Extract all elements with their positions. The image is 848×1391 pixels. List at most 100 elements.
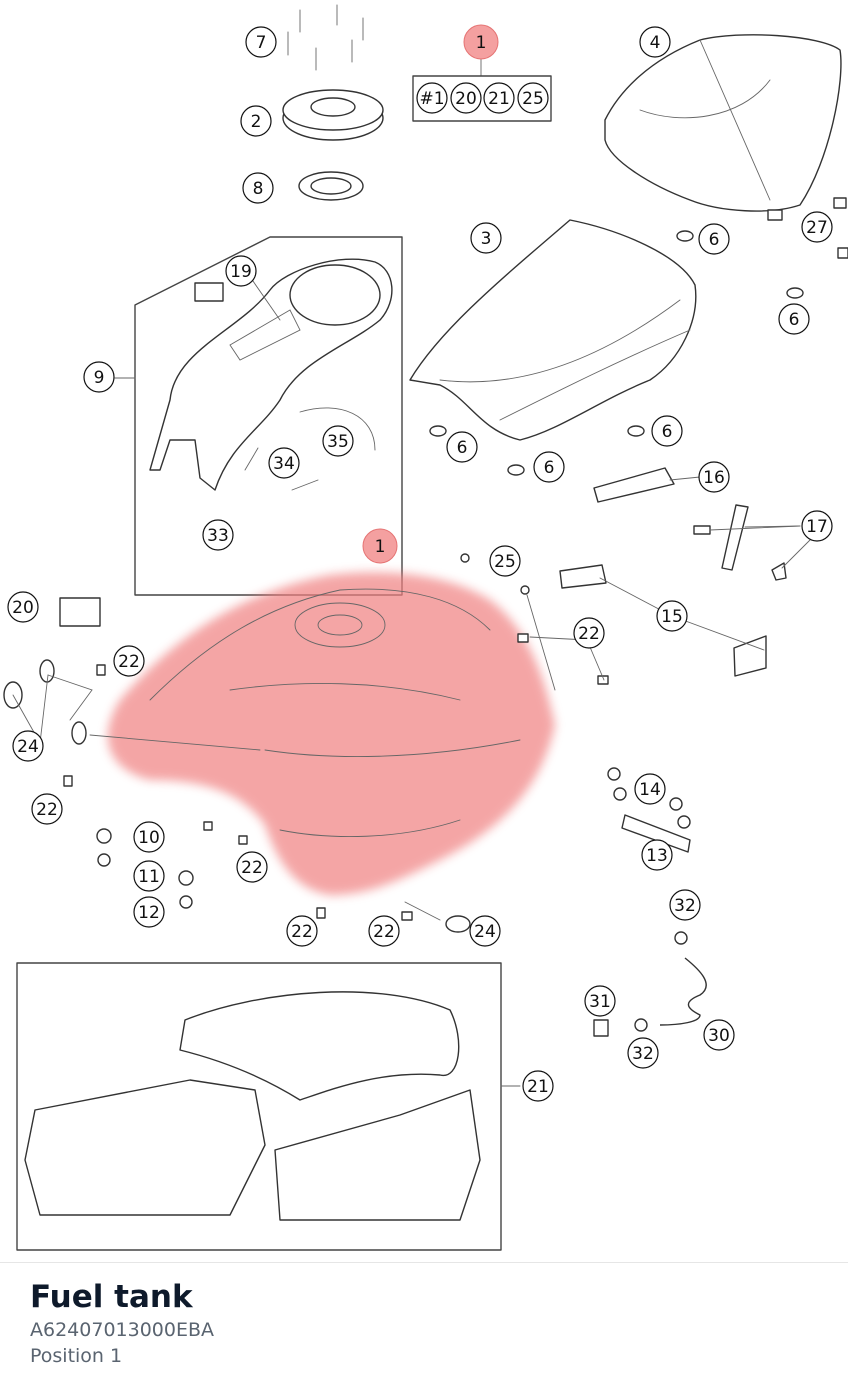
callout-circle	[656, 600, 688, 632]
callout-circle	[133, 821, 165, 853]
callout-circle	[362, 528, 398, 564]
callout-c6c[interactable]: 6	[446, 431, 478, 463]
callout-number: 15	[661, 607, 683, 627]
callout-circle	[703, 1019, 735, 1051]
callout-c22c[interactable]: 22	[236, 851, 268, 883]
callout-c33[interactable]: 33	[202, 519, 234, 551]
callout-number: 17	[806, 517, 828, 537]
callout-number: 4	[650, 33, 661, 53]
callout-number: 20	[12, 598, 34, 618]
callout-c22d[interactable]: 22	[286, 915, 318, 947]
footer-panel: Fuel tank A62407013000EBA Position 1	[0, 1262, 848, 1391]
callout-c14[interactable]: 14	[634, 773, 666, 805]
callout-circle	[245, 26, 277, 58]
tank-cover-9	[149, 258, 393, 491]
callout-c34[interactable]: 34	[268, 447, 300, 479]
callout-c6d[interactable]: 6	[651, 415, 683, 447]
callout-c32b[interactable]: 32	[627, 1037, 659, 1069]
callout-c8[interactable]: 8	[242, 172, 274, 204]
callout-circle	[669, 889, 701, 921]
callout-c30[interactable]: 30	[703, 1019, 735, 1051]
callout-c16[interactable]: 16	[698, 461, 730, 493]
callout-circle	[225, 255, 257, 287]
callout-c10[interactable]: 10	[133, 821, 165, 853]
callout-c21[interactable]: 21	[522, 1070, 554, 1102]
callout-c1-tank[interactable]: 1	[362, 528, 398, 564]
kit-item-label[interactable]: 21	[488, 89, 510, 109]
callout-c22b[interactable]: 22	[31, 793, 63, 825]
callout-circle	[634, 773, 666, 805]
callout-number: 33	[207, 526, 229, 546]
part-title: Fuel tank	[30, 1279, 193, 1315]
callout-c25[interactable]: 25	[489, 545, 521, 577]
callout-c27[interactable]: 27	[801, 211, 833, 243]
callout-circle	[113, 645, 145, 677]
callout-number: 25	[494, 552, 516, 572]
callout-c24b[interactable]: 24	[469, 915, 501, 947]
kit-item-circle	[517, 82, 549, 114]
kit-item-label[interactable]: 20	[455, 89, 477, 109]
callout-c13[interactable]: 13	[641, 839, 673, 871]
callout-circle	[133, 896, 165, 928]
callout-c4[interactable]: 4	[639, 26, 671, 58]
group-box-21	[16, 962, 502, 1251]
clips-27	[767, 197, 848, 259]
callout-circle	[584, 985, 616, 1017]
callout-circle	[470, 222, 502, 254]
callout-circle	[463, 24, 499, 60]
callout-number: 22	[241, 858, 263, 878]
callout-circle	[651, 415, 683, 447]
callout-c9[interactable]: 9	[83, 361, 115, 393]
callout-circle	[639, 26, 671, 58]
callout-circle	[368, 915, 400, 947]
callout-c19[interactable]: 19	[225, 255, 257, 287]
callout-c3[interactable]: 3	[470, 222, 502, 254]
callout-number: 22	[118, 652, 140, 672]
callout-circle	[627, 1037, 659, 1069]
callout-c22a[interactable]: 22	[113, 645, 145, 677]
callout-number: 22	[36, 800, 58, 820]
callout-c35[interactable]: 35	[322, 425, 354, 457]
callout-c32a[interactable]: 32	[669, 889, 701, 921]
callout-number: 31	[589, 992, 611, 1012]
callout-number: 16	[703, 468, 725, 488]
callout-c24a[interactable]: 24	[12, 730, 44, 762]
callout-c1-kit[interactable]: 1	[463, 24, 499, 60]
callout-number: 22	[291, 922, 313, 942]
callout-c31[interactable]: 31	[584, 985, 616, 1017]
callout-number: 32	[674, 896, 696, 916]
callout-number: 14	[639, 780, 661, 800]
callout-c6b[interactable]: 6	[778, 303, 810, 335]
callout-c6a[interactable]: 6	[698, 223, 730, 255]
kit-item-label[interactable]: #1	[419, 89, 444, 109]
callout-c22f[interactable]: 22	[573, 617, 605, 649]
screws-7	[287, 4, 364, 71]
callout-c12[interactable]: 12	[133, 896, 165, 928]
callout-c15[interactable]: 15	[656, 600, 688, 632]
callout-number: 30	[708, 1026, 730, 1046]
callout-circle	[236, 851, 268, 883]
kit-item-label[interactable]: 25	[522, 89, 544, 109]
callout-number: 32	[632, 1044, 654, 1064]
callout-circle	[573, 617, 605, 649]
callout-circle	[268, 447, 300, 479]
callout-number: 9	[94, 368, 105, 388]
callout-c11[interactable]: 11	[133, 860, 165, 892]
callout-number: 22	[578, 624, 600, 644]
buffers-6	[429, 230, 804, 476]
callout-c22e[interactable]: 22	[368, 915, 400, 947]
fuel-cap-2	[282, 89, 384, 141]
callout-c7[interactable]: 7	[245, 26, 277, 58]
callout-c6e[interactable]: 6	[533, 451, 565, 483]
callout-circle	[322, 425, 354, 457]
callout-circle	[801, 211, 833, 243]
callout-number: 3	[481, 229, 492, 249]
callout-c20[interactable]: 20	[7, 591, 39, 623]
callout-c2[interactable]: 2	[240, 105, 272, 137]
callout-circle	[533, 451, 565, 483]
callout-c17[interactable]: 17	[801, 510, 833, 542]
callout-number: 1	[375, 537, 386, 557]
gasket-8	[298, 171, 364, 201]
callout-number: 27	[806, 218, 828, 238]
callout-number: 2	[251, 112, 262, 132]
